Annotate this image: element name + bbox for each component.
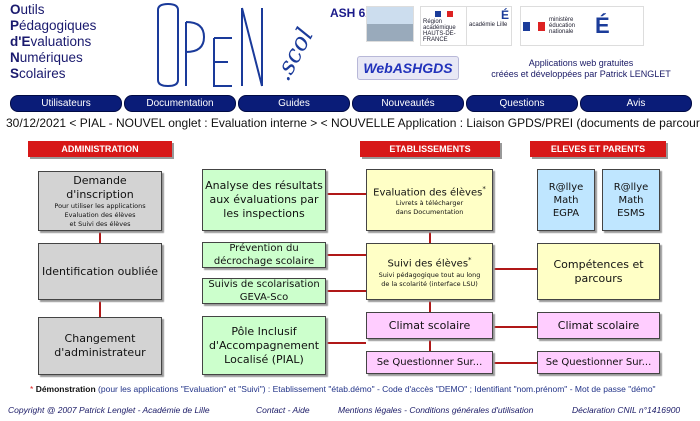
rallye-math-esms-box[interactable]: R@llye Math ESMS — [602, 169, 660, 231]
connector — [493, 362, 537, 364]
e-emblem-icon: É — [595, 13, 610, 38]
connector — [429, 231, 431, 243]
nav-documentation[interactable]: Documentation — [124, 95, 236, 112]
footer-contact[interactable]: Contact - Aide — [256, 405, 310, 415]
rallye-math-egpa-box[interactable]: R@llye Math EGPA — [537, 169, 595, 231]
connector — [326, 254, 366, 256]
connector — [493, 326, 537, 328]
section-eleves-parents: ELEVES ET PARENTS — [530, 141, 666, 157]
connector — [99, 300, 101, 317]
suivi-eleves-box[interactable]: Suivi des élèves* Suivi pédagogique tout… — [366, 243, 493, 300]
climat-scolaire-eleves-box[interactable]: Climat scolaire — [537, 312, 660, 339]
acronym-block: Outils Pédagogiques d'Evaluations Numéri… — [10, 2, 150, 82]
academie-logo: É académie Lille — [466, 6, 512, 46]
section-administration: ADMINISTRATION — [28, 141, 172, 157]
footer-cnil[interactable]: Déclaration CNIL n°1416900 — [572, 405, 681, 415]
se-questionner-etab-box[interactable]: Se Questionner Sur... — [366, 351, 493, 374]
footer-copyright[interactable]: Copyright @ 2007 Patrick Lenglet - Acadé… — [8, 405, 210, 415]
suivis-geva-box[interactable]: Suivis de scolarisation GEVA-Sco — [202, 278, 326, 304]
nav-guides[interactable]: Guides — [238, 95, 350, 112]
acronym-line: Scolaires — [10, 66, 66, 81]
competences-parcours-box[interactable]: Compétences et parcours — [537, 243, 660, 300]
connector — [429, 339, 431, 351]
section-etablissements: ETABLISSEMENTS — [360, 141, 500, 157]
nav-nouveautes[interactable]: Nouveautés — [352, 95, 464, 112]
demande-inscription-box[interactable]: Demande d'inscription Pour utiliser les … — [38, 171, 162, 231]
nav-avis[interactable]: Avis — [580, 95, 692, 112]
footer-legal[interactable]: Mentions légales - Conditions générales … — [338, 405, 534, 415]
ministere-logo: ministère éducation nationale É — [520, 6, 644, 46]
climat-scolaire-etab-box[interactable]: Climat scolaire — [366, 312, 493, 339]
evaluation-eleves-box[interactable]: Evaluation des élèves* Livrets à télécha… — [366, 169, 493, 231]
connector — [493, 268, 537, 270]
nav-questions[interactable]: Questions — [466, 95, 578, 112]
logo-suffix: .scol — [268, 23, 319, 85]
ash-label: ASH 62 — [330, 6, 373, 20]
nav-utilisateurs[interactable]: Utilisateurs — [10, 95, 122, 112]
changement-administrateur-box[interactable]: Changement d'administrateur — [38, 317, 162, 375]
acronym-line: Pédagogiques — [10, 18, 97, 33]
open-scol-logo[interactable]: .scol — [150, 2, 330, 87]
prevention-decrochage-box[interactable]: Prévention du décrochage scolaire — [202, 242, 326, 268]
analyse-resultats-box[interactable]: Analyse des résultats aux évaluations pa… — [202, 169, 326, 231]
connector — [326, 342, 366, 344]
acronym-line: Outils — [10, 2, 45, 17]
connector — [326, 193, 366, 195]
news-ticker[interactable]: 30/12/2021 < PIAL - NOUVEL onglet : Eval… — [6, 116, 700, 130]
city-photo — [366, 6, 414, 42]
se-questionner-eleves-box[interactable]: Se Questionner Sur... — [537, 351, 660, 374]
webashgds-badge[interactable]: WebASHGDS — [357, 56, 459, 80]
acronym-line: d'Evaluations — [10, 34, 92, 49]
demo-note: * Démonstration (pour les applications "… — [30, 384, 656, 394]
tagline: Applications web gratuites créées et dév… — [491, 58, 671, 79]
pial-box[interactable]: Pôle Inclusif d'Accompagnement Localisé … — [202, 316, 326, 375]
identification-oubliee-box[interactable]: Identification oubliée — [38, 243, 162, 300]
connector — [429, 300, 431, 312]
connector — [99, 231, 101, 243]
region-logo: Région académique HAUTS-DE-FRANCE — [420, 6, 468, 46]
connector — [326, 290, 366, 292]
acronym-line: Numériques — [10, 50, 83, 65]
